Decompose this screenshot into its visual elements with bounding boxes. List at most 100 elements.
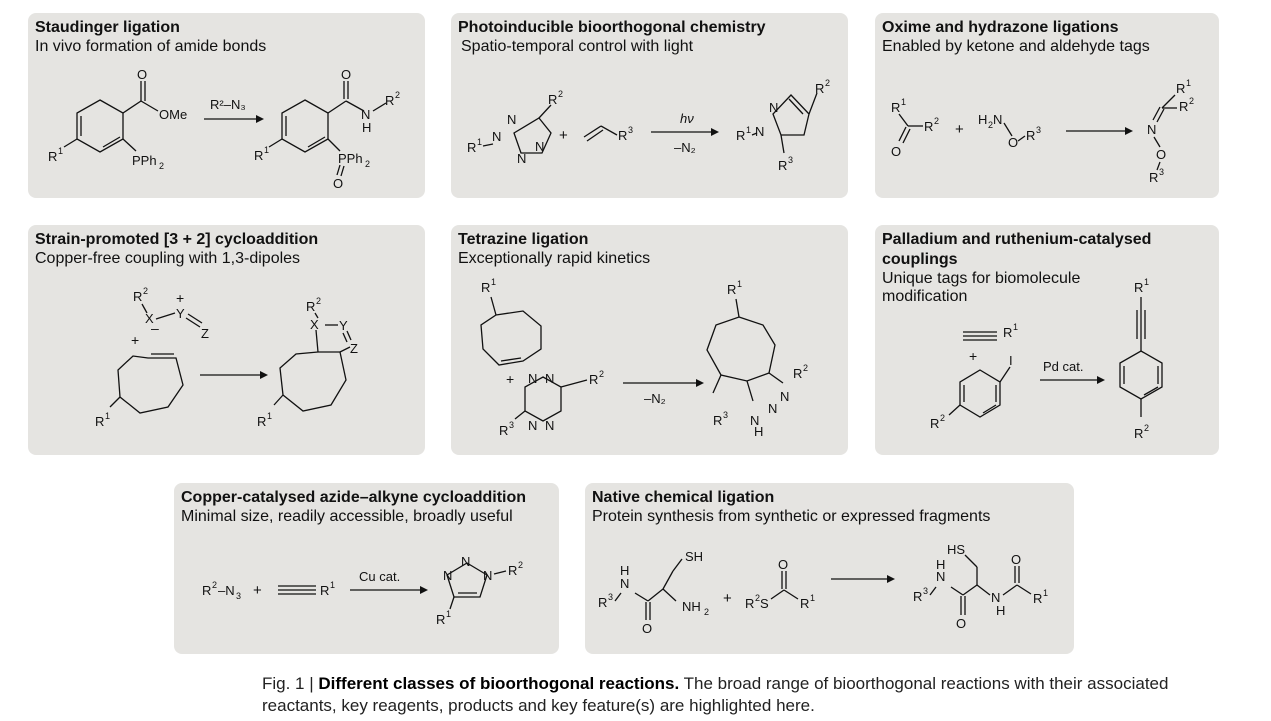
- svg-text:2: 2: [803, 363, 808, 373]
- svg-text:H: H: [978, 112, 987, 127]
- svg-text:HS: HS: [947, 542, 965, 557]
- svg-text:H: H: [362, 120, 371, 135]
- reagent-label: Cu cat.: [359, 569, 400, 584]
- svg-text:3: 3: [509, 420, 514, 430]
- svg-text:1: 1: [810, 593, 815, 603]
- svg-text:–: –: [151, 320, 159, 336]
- svg-text:2: 2: [704, 607, 709, 617]
- svg-text:+: +: [253, 582, 262, 599]
- svg-text:R: R: [913, 589, 922, 604]
- panel-tetrazine: Tetrazine ligation Exceptionally rapid k…: [451, 225, 848, 455]
- panel-title: Oxime and hydrazone ligations: [882, 19, 1119, 36]
- svg-text:R: R: [589, 372, 598, 387]
- svg-text:S: S: [760, 596, 769, 611]
- svg-text:N: N: [755, 124, 764, 139]
- svg-text:N: N: [769, 100, 778, 115]
- panel-subtitle: Enabled by ketone and aldehyde tags: [882, 38, 1150, 55]
- svg-text:X: X: [310, 317, 319, 332]
- panel-subtitle: In vivo formation of amide bonds: [35, 38, 267, 55]
- svg-text:2: 2: [988, 120, 993, 130]
- panel-native-chemical-ligation: Native chemical ligation Protein synthes…: [585, 483, 1074, 654]
- svg-text:N: N: [528, 418, 537, 433]
- svg-text:N: N: [1147, 122, 1156, 137]
- svg-text:R: R: [306, 299, 315, 314]
- svg-text:1: 1: [58, 146, 63, 156]
- reagent-label: –N₂: [644, 391, 666, 406]
- svg-text:R: R: [1134, 280, 1143, 295]
- svg-text:O: O: [1011, 552, 1021, 567]
- svg-text:2: 2: [212, 580, 217, 590]
- svg-text:N: N: [535, 139, 544, 154]
- svg-text:2: 2: [755, 593, 760, 603]
- svg-text:R: R: [891, 100, 900, 115]
- svg-text:O: O: [137, 67, 147, 82]
- svg-text:R: R: [436, 612, 445, 627]
- svg-text:Y: Y: [339, 318, 348, 333]
- svg-text:R: R: [481, 280, 490, 295]
- svg-text:NH: NH: [682, 599, 701, 614]
- panel-subtitle: Unique tags for biomolecule modification: [882, 270, 1081, 305]
- svg-text:O: O: [333, 176, 343, 191]
- svg-text:N: N: [443, 568, 452, 583]
- reagent-label: R²–N₃: [210, 97, 246, 112]
- svg-text:R: R: [1149, 170, 1158, 185]
- svg-text:Z: Z: [350, 341, 358, 356]
- svg-text:O: O: [891, 144, 901, 159]
- svg-text:R: R: [778, 158, 787, 173]
- svg-text:R: R: [736, 128, 745, 143]
- svg-text:O: O: [778, 557, 788, 572]
- svg-text:2: 2: [395, 90, 400, 100]
- svg-text:1: 1: [737, 279, 742, 289]
- svg-text:PPh: PPh: [132, 153, 157, 168]
- svg-text:R: R: [598, 595, 607, 610]
- svg-text:R: R: [467, 140, 476, 155]
- svg-text:2: 2: [143, 286, 148, 296]
- panel-photoinducible: Photoinducible bioorthogonal chemistry S…: [451, 13, 848, 198]
- svg-text:1: 1: [477, 137, 482, 147]
- svg-text:3: 3: [723, 410, 728, 420]
- svg-text:H: H: [936, 557, 945, 572]
- panel-staudinger: Staudinger ligation In vivo formation of…: [28, 13, 425, 198]
- svg-text:2: 2: [940, 413, 945, 423]
- svg-text:N: N: [483, 568, 492, 583]
- svg-text:SH: SH: [685, 549, 703, 564]
- svg-text:R: R: [1033, 591, 1042, 606]
- svg-text:N: N: [768, 401, 777, 416]
- svg-text:2: 2: [159, 161, 164, 171]
- svg-text:1: 1: [746, 125, 751, 135]
- panel-subtitle: Exceptionally rapid kinetics: [458, 250, 651, 267]
- svg-text:R: R: [202, 583, 211, 598]
- svg-text:3: 3: [1159, 167, 1164, 177]
- svg-text:R: R: [133, 289, 142, 304]
- panel-title: Native chemical ligation: [592, 489, 775, 506]
- panel-strain-promoted: Strain-promoted [3 + 2] cycloaddition Co…: [28, 225, 425, 455]
- svg-text:N: N: [993, 112, 1002, 127]
- panel-title: Tetrazine ligation: [458, 231, 589, 248]
- svg-text:1: 1: [446, 609, 451, 619]
- reagent-label: –N₂: [674, 140, 696, 155]
- panel-subtitle: Copper-free coupling with 1,3-dipoles: [35, 250, 301, 267]
- svg-text:3: 3: [1036, 125, 1041, 135]
- svg-text:+: +: [723, 590, 732, 607]
- svg-text:R: R: [1179, 99, 1188, 114]
- svg-text:O: O: [956, 616, 966, 631]
- svg-text:1: 1: [267, 411, 272, 421]
- svg-text:R: R: [930, 416, 939, 431]
- svg-text:H: H: [620, 563, 629, 578]
- svg-text:R: R: [1026, 128, 1035, 143]
- svg-text:2: 2: [316, 296, 321, 306]
- svg-text:H: H: [996, 603, 1005, 618]
- svg-text:R: R: [815, 81, 824, 96]
- svg-text:X: X: [145, 311, 154, 326]
- svg-text:2: 2: [825, 78, 830, 88]
- svg-text:R: R: [713, 413, 722, 428]
- figure-caption: Fig. 1 | Different classes of bioorthogo…: [262, 673, 1222, 717]
- svg-text:3: 3: [788, 155, 793, 165]
- panel-title: Copper-catalysed azide–alkyne cycloaddit…: [181, 489, 527, 506]
- panel-palladium: Palladium and ruthenium-catalysed coupli…: [875, 225, 1219, 455]
